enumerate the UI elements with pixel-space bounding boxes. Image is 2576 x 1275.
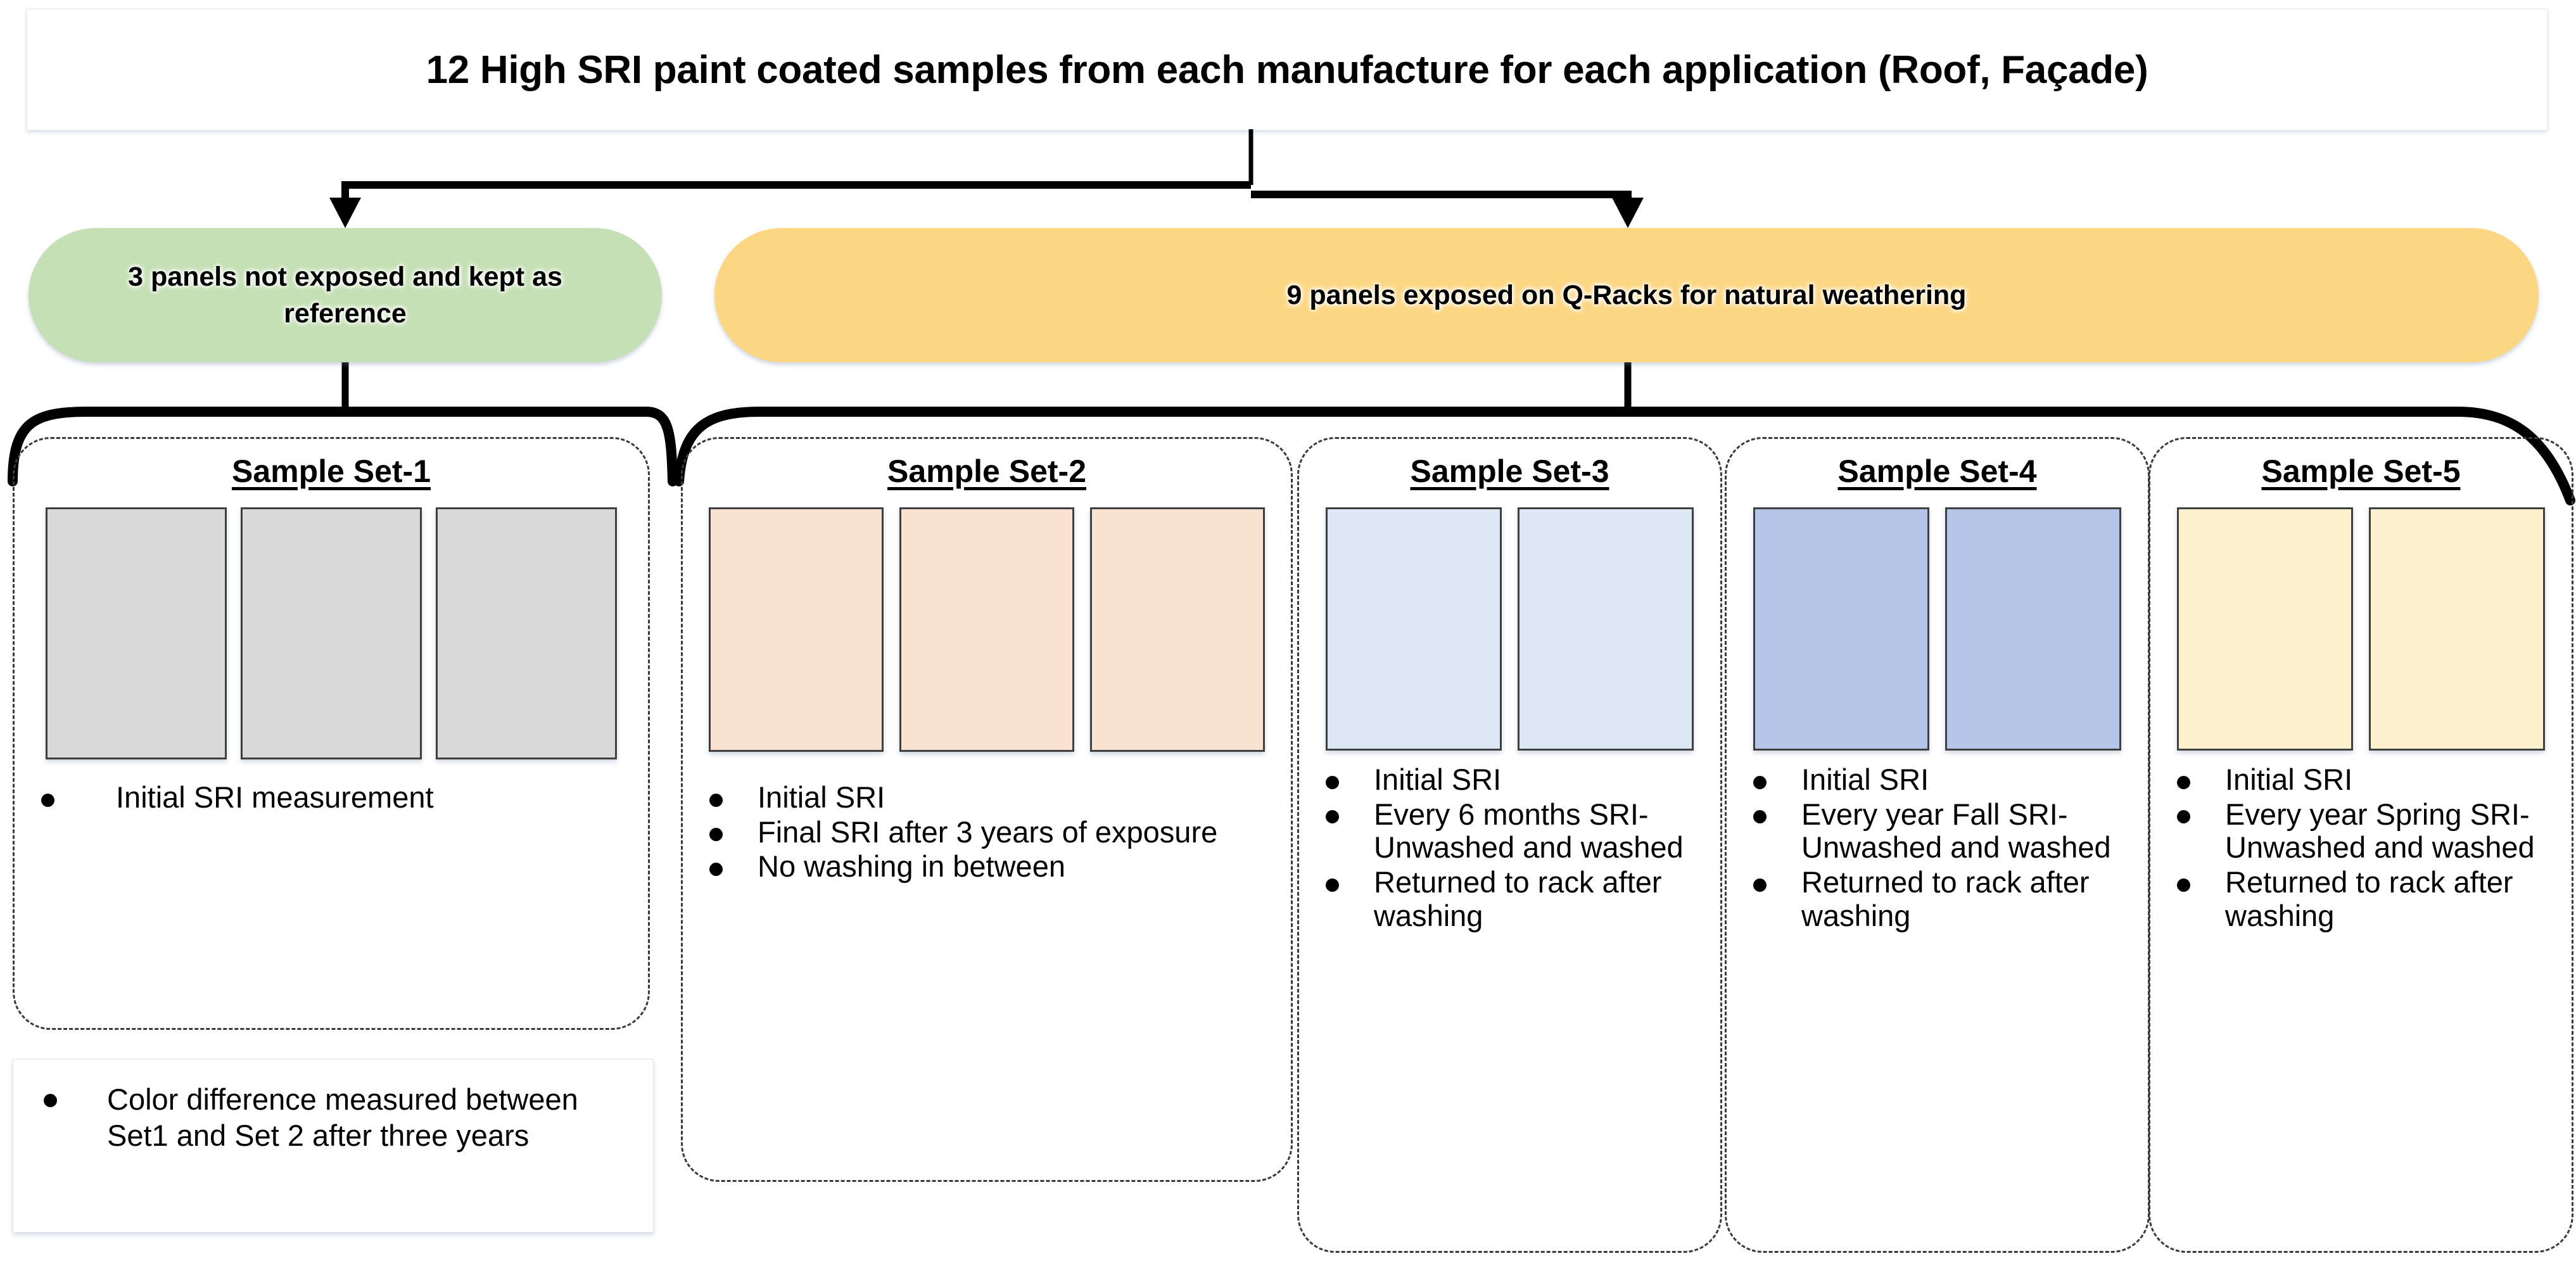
list-item: Color difference measured between Set1 a…	[13, 1081, 637, 1154]
list-item: Initial SRI	[1299, 763, 1720, 797]
sample-set-title-5: Sample Set-5	[2261, 454, 2461, 489]
sample-swatch	[1326, 507, 1502, 751]
arrowhead-to-exposed-box	[1612, 198, 1644, 228]
connector-right-branch	[1251, 191, 1632, 209]
page-title: 12 High SRI paint coated samples from ea…	[426, 48, 2148, 92]
sample-set-card-4[interactable]: Sample Set-4 Initial SRI Every year Fall…	[1725, 437, 2150, 1253]
list-item: Initial SRI	[1727, 763, 2148, 797]
list-item: Returned to rack after washing	[1299, 865, 1720, 932]
swatch-row-4	[1727, 507, 2148, 751]
sample-swatch	[2177, 507, 2353, 751]
sample-swatch	[46, 507, 227, 759]
stage-reference-label: 3 panels not exposed and kept as referen…	[128, 261, 562, 329]
diagram-title-box: 12 High SRI paint coated samples from ea…	[27, 9, 2547, 130]
sample-swatch	[1753, 507, 1929, 751]
stage-reference-panels[interactable]: 3 panels not exposed and kept as referen…	[29, 228, 662, 362]
sample-set-bullets-4: Initial SRI Every year Fall SRI- Unwashe…	[1727, 763, 2148, 934]
sample-set-bullets-2: Initial SRI Final SRI after 3 years of e…	[683, 780, 1291, 885]
list-item: Initial SRI measurement	[15, 780, 648, 815]
sample-swatch	[709, 507, 884, 752]
sample-set-card-3[interactable]: Sample Set-3 Initial SRI Every 6 months …	[1297, 437, 1722, 1253]
sample-swatch	[1518, 507, 1694, 751]
sample-swatch	[1090, 507, 1265, 752]
stage-exposed-label: 9 panels exposed on Q-Racks for natural …	[1286, 279, 1967, 310]
connector-left-branch	[341, 181, 1251, 209]
sample-set-card-2[interactable]: Sample Set-2 Initial SRI Final SRI after…	[681, 437, 1293, 1182]
sample-set-bullets-3: Initial SRI Every 6 months SRI- Unwashed…	[1299, 763, 1720, 934]
sample-swatch	[241, 507, 422, 759]
arrowhead-to-reference-box	[329, 198, 361, 228]
sample-set-title-3: Sample Set-3	[1410, 454, 1609, 489]
sample-swatch	[899, 507, 1074, 752]
list-item: No washing in between	[683, 850, 1291, 884]
sample-swatch	[436, 507, 617, 759]
swatch-row-2	[683, 507, 1291, 752]
sample-set-card-1[interactable]: Sample Set-1 Initial SRI measurement	[13, 437, 650, 1030]
note-bullets: Color difference measured between Set1 a…	[13, 1060, 653, 1154]
swatch-row-3	[1299, 507, 1720, 751]
list-item: Final SRI after 3 years of exposure	[683, 815, 1291, 849]
list-item: Returned to rack after washing	[2150, 865, 2572, 932]
sample-set-title-2: Sample Set-2	[887, 454, 1086, 489]
list-item: Every 6 months SRI- Unwashed and washed	[1299, 797, 1720, 865]
sample-set-title-4: Sample Set-4	[1837, 454, 2037, 489]
sample-set-bullets-5: Initial SRI Every year Spring SRI- Unwas…	[2150, 763, 2572, 934]
color-difference-note-box: Color difference measured between Set1 a…	[13, 1059, 654, 1233]
list-item: Initial SRI	[683, 780, 1291, 815]
sample-set-bullets-1: Initial SRI measurement	[15, 780, 648, 816]
list-item: Returned to rack after washing	[1727, 865, 2148, 932]
stage-exposed-panels[interactable]: 9 panels exposed on Q-Racks for natural …	[714, 228, 2539, 362]
sample-set-card-5[interactable]: Sample Set-5 Initial SRI Every year Spri…	[2148, 437, 2573, 1253]
sample-swatch	[2369, 507, 2545, 751]
swatch-row-5	[2150, 507, 2572, 751]
list-item: Every year Fall SRI- Unwashed and washed	[1727, 797, 2148, 865]
sample-swatch	[1945, 507, 2121, 751]
list-item: Initial SRI	[2150, 763, 2572, 797]
sample-set-title-1: Sample Set-1	[231, 454, 431, 489]
swatch-row-1	[15, 507, 648, 759]
list-item: Every year Spring SRI- Unwashed and wash…	[2150, 797, 2572, 865]
